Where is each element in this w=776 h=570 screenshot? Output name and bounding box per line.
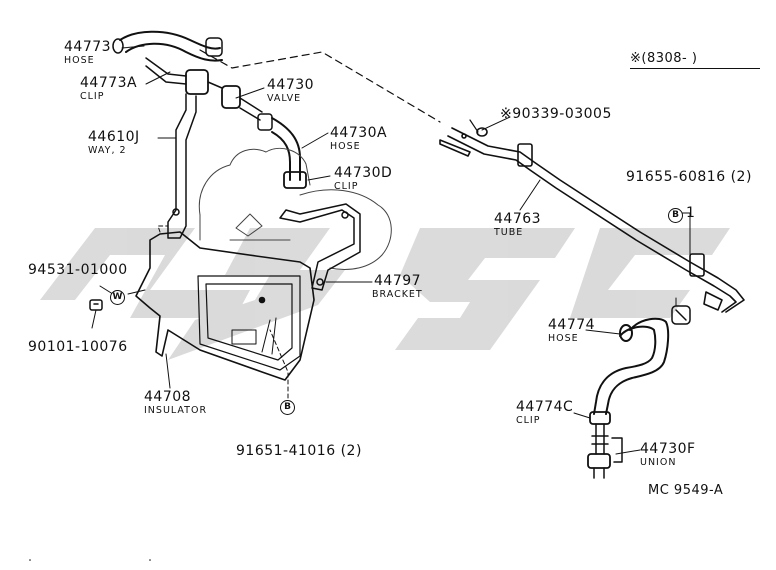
union-44730F-shape [587,411,623,479]
callout-number: 1 [686,205,696,221]
marker-W-circle: W [110,290,125,305]
part-number-44773: 44773 [64,39,112,55]
bolt-90101-shape [89,299,103,311]
leader-lines [91,45,691,455]
serial-note-underline [630,68,760,69]
part-number-44610J: 44610J [88,129,140,145]
part-number-44773A: 44773A [80,75,138,91]
part-name-way-2: WAY, 2 [88,145,127,156]
print-specks [29,559,151,561]
dashed-leader [199,49,441,123]
part-number-91651-41016: 91651-41016 (2) [236,443,362,459]
hose-44730A-shape [271,117,307,189]
engine-outline [198,148,392,270]
watermark [40,228,730,360]
part-name-insulator: INSULATOR [144,405,208,416]
marker-B-circle: B [280,400,295,415]
part-number-44774C: 44774C [516,399,574,415]
bracket-44610J-shape [167,93,197,239]
part-name-clip: CLIP [516,415,541,426]
part-name-hose: HOSE [330,141,361,152]
marker-letter: W [112,292,123,302]
tube-44763-shape [439,119,745,313]
clip-near-hose-shape [671,305,691,325]
part-number-44730D: 44730D [334,165,393,181]
marker-B-circle: B [668,208,683,223]
part-number-44797: 44797 [374,273,422,289]
part-number-44730F: 44730F [640,441,696,457]
part-name-hose: HOSE [548,333,579,344]
part-number-44763: 44763 [494,211,542,227]
insulator-44708-shape [127,225,315,381]
part-number-44730: 44730 [267,77,315,93]
part-number-91655-60816: 91655-60816 (2) [626,169,752,185]
part-number-90339-03005: ※90339-03005 [500,106,612,122]
hose-44774-shape [593,317,670,415]
part-number-44774: 44774 [548,317,596,333]
part-number-44730A: 44730A [330,125,388,141]
part-name-clip: CLIP [334,181,359,192]
valve-assembly-shape [145,57,273,131]
marker-letter: B [284,402,291,412]
part-name-tube: TUBE [494,227,524,238]
serial-note: ※(8308- ) [630,51,698,66]
bracket-44797-shape [279,203,361,291]
part-number-90101-10076: 90101-10076 [28,339,128,355]
part-number-94531-01000: 94531-01000 [28,262,128,278]
part-name-valve: VALVE [267,93,302,104]
diagram-code: MC 9549-A [648,483,724,498]
part-name-bracket: BRACKET [372,289,423,300]
part-name-hose: HOSE [64,55,95,66]
part-number-44708: 44708 [144,389,192,405]
hose-44773-shape [112,30,223,62]
part-name-union: UNION [640,457,677,468]
marker-letter: B [672,210,679,220]
part-name-clip: CLIP [80,91,105,102]
